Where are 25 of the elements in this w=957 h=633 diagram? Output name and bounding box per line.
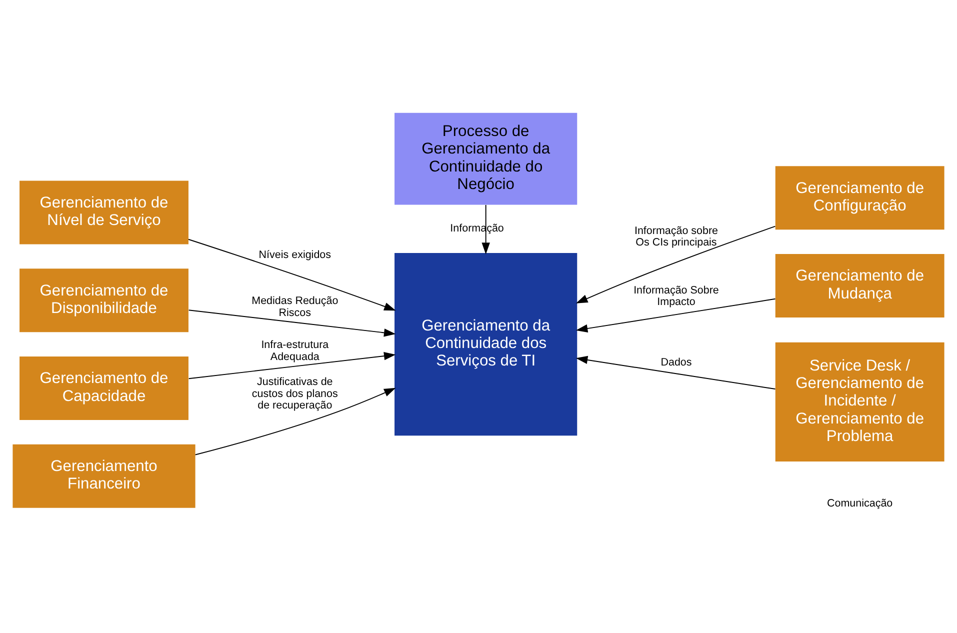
node-box: Gerenciamento de Capacidade bbox=[20, 356, 188, 420]
node-box: Processo de Gerenciamento da Continuidade do Negócio bbox=[394, 112, 578, 204]
node-box: Gerenciamento de Nível de Serviço bbox=[20, 180, 188, 244]
node-box: Gerenciamento de Disponibilidade bbox=[20, 268, 188, 332]
node-box: Gerenciamento de Configuração bbox=[775, 166, 944, 230]
node-box: Gerenciamento da Continuidade dos Serviços de TI bbox=[394, 252, 578, 436]
arrow bbox=[188, 351, 396, 379]
edge-label: Infra-estrutura Adequada bbox=[261, 338, 329, 362]
arrow bbox=[576, 298, 776, 332]
node-box: Gerenciamento de Mudança bbox=[775, 254, 944, 317]
arrow bbox=[188, 238, 396, 310]
arrow bbox=[194, 387, 396, 455]
edge-label: Medidas Redução Riscos bbox=[252, 294, 338, 318]
label: Comunicação bbox=[827, 496, 893, 509]
node-box: Gerenciamento Financeiro bbox=[12, 444, 196, 508]
edge-label: Informação sobre Os CIs principais bbox=[634, 224, 718, 248]
edge-label: Justificativas de custos dos planos de recuperação bbox=[252, 376, 338, 412]
arrow bbox=[482, 204, 490, 254]
arrow bbox=[576, 225, 776, 303]
edge-label: Dados bbox=[660, 356, 692, 368]
arrow bbox=[576, 355, 776, 389]
edge-label: Informação Sobre Impacto bbox=[634, 284, 719, 308]
node-box: Service Desk / Gerenciamento de Incidente / Gerenciamento de Problema bbox=[775, 342, 944, 462]
edge-label: Níveis exigidos bbox=[258, 248, 332, 261]
arrow bbox=[188, 309, 396, 336]
